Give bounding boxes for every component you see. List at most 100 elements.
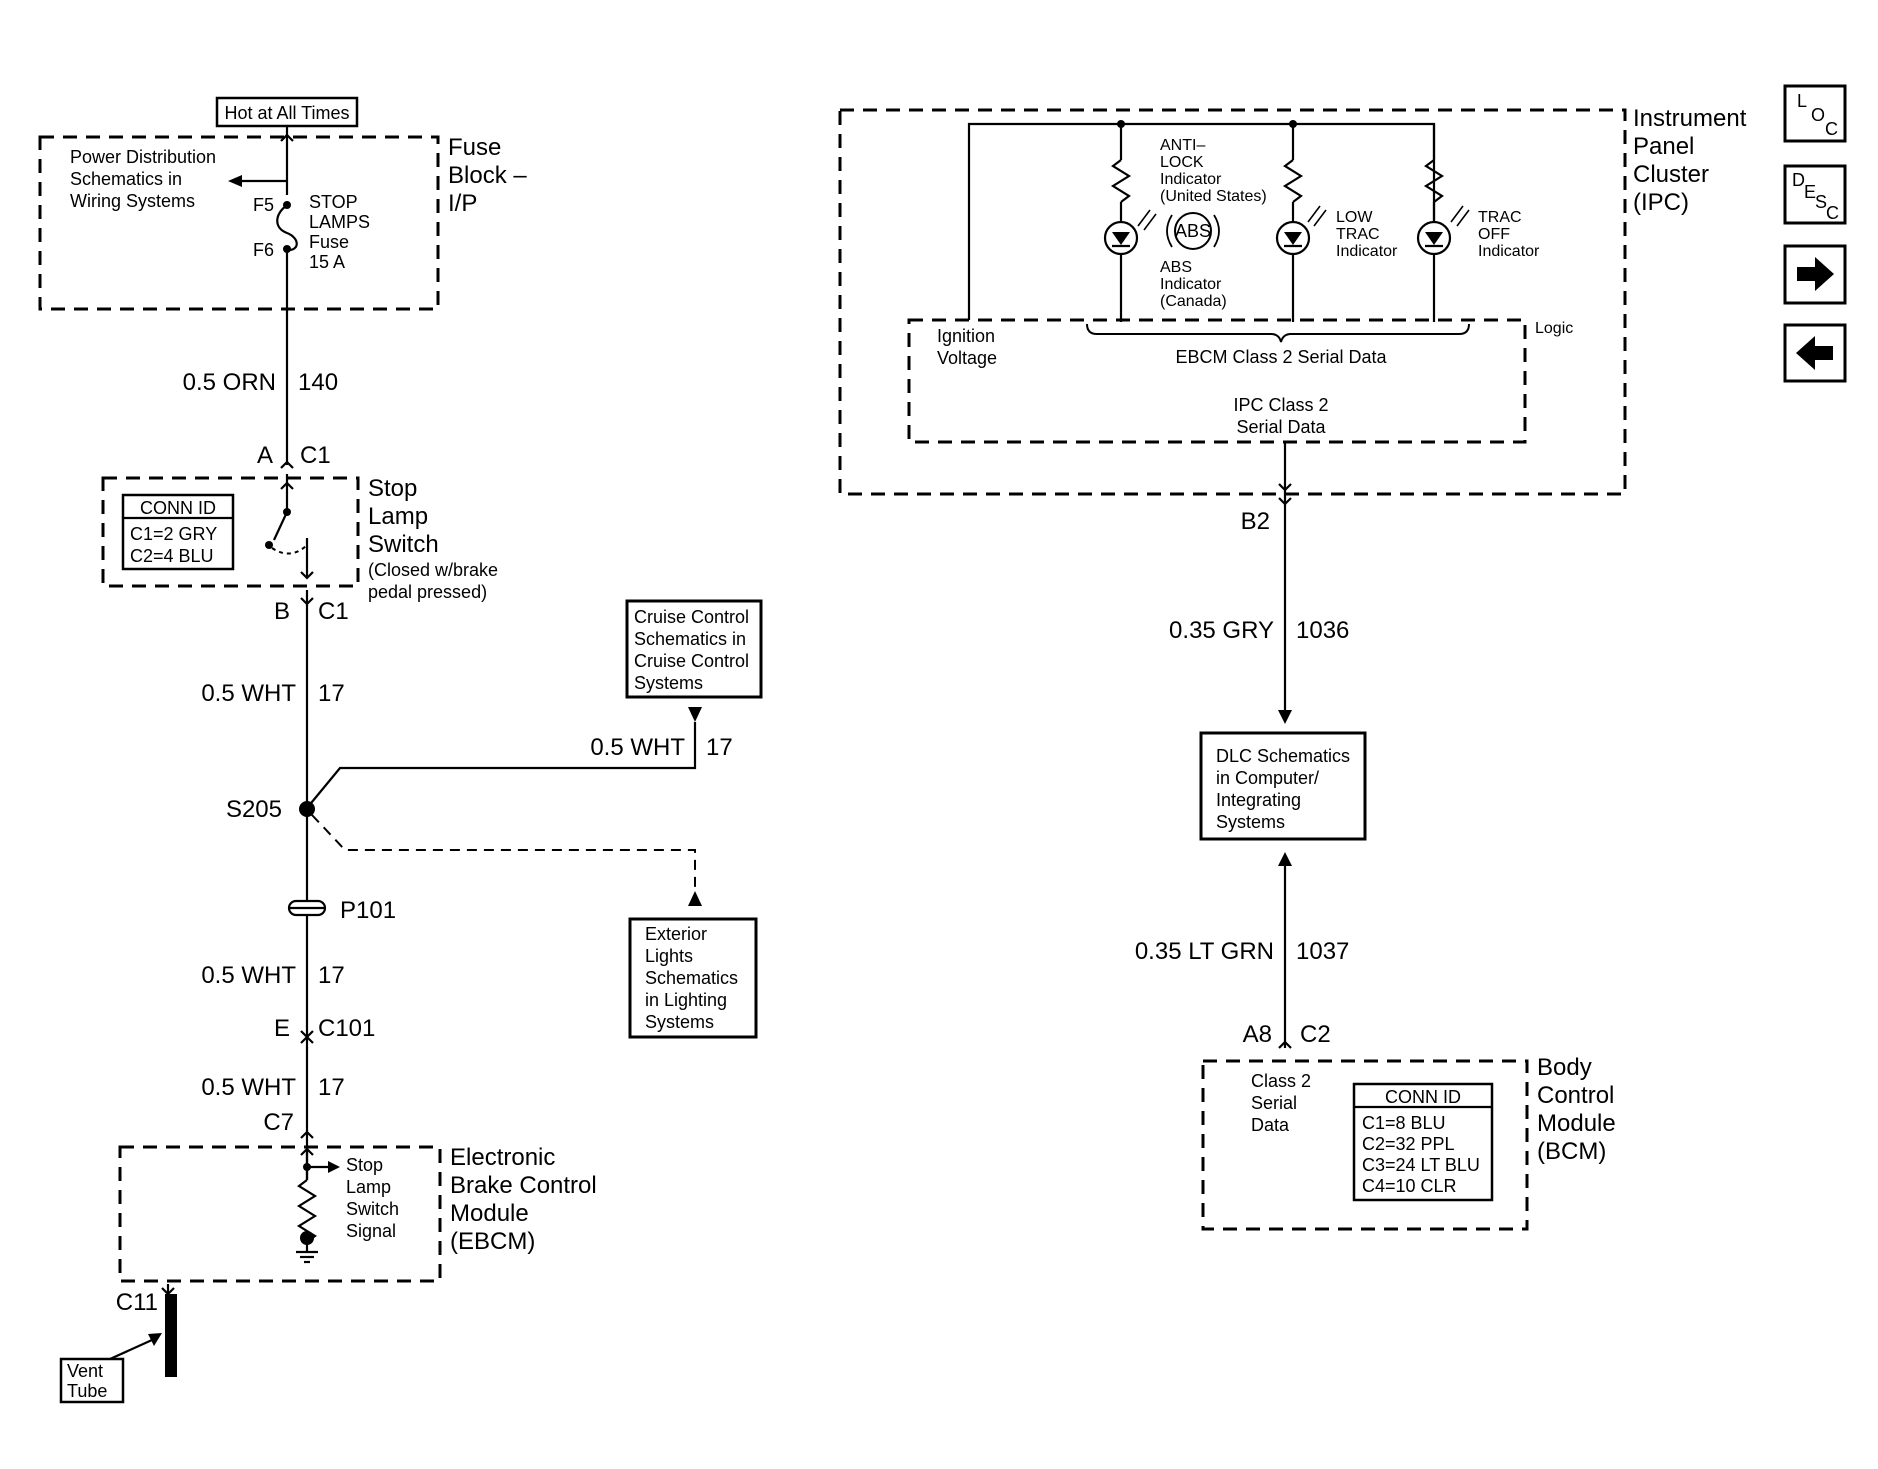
- svg-text:I/P: I/P: [448, 190, 477, 217]
- ipc-boundary: [838, 108, 1627, 496]
- desc-button[interactable]: D E S C: [1783, 164, 1847, 225]
- svg-text:LOW: LOW: [1336, 209, 1373, 226]
- stop-lamp-switch-boundary: [101, 476, 360, 588]
- stop-lamp-switch-symbol: [265, 474, 314, 580]
- c11-label: C11: [116, 1289, 158, 1316]
- wire-wht3-circuit: 17: [318, 1074, 345, 1101]
- cruise-wire-gauge: 0.5 WHT: [590, 734, 685, 761]
- svg-text:Switch: Switch: [346, 1199, 399, 1219]
- svg-text:Indicator: Indicator: [1336, 243, 1398, 260]
- svg-text:Wiring Systems: Wiring Systems: [70, 191, 195, 211]
- c7-label: C7: [263, 1109, 294, 1136]
- wire-gry-circuit: 1036: [1296, 617, 1349, 644]
- svg-text:in Computer/: in Computer/: [1216, 768, 1319, 788]
- svg-text:Lamp: Lamp: [368, 503, 428, 530]
- svg-text:pedal pressed): pedal pressed): [368, 582, 487, 602]
- dlc-ref-label: DLC Schematics in Computer/ Integrating …: [1216, 746, 1350, 832]
- stop-lamp-conn-id-c2: C2=4 BLU: [130, 546, 214, 566]
- svg-text:Exterior: Exterior: [645, 924, 707, 944]
- svg-text:Systems: Systems: [1216, 812, 1285, 832]
- exterior-lights-ref-box[interactable]: [628, 917, 758, 1039]
- antilock-indicator-label: ANTI– LOCK Indicator (United States): [1160, 137, 1267, 205]
- a8-c2-connector: [1278, 1040, 1292, 1049]
- dlc-ref-box[interactable]: [1199, 731, 1367, 841]
- abs-icon: ABS: [1166, 212, 1220, 250]
- c7-connector: [300, 1130, 314, 1139]
- exterior-lights-ref-label: Exterior Lights Schematics in Lighting S…: [645, 924, 738, 1032]
- bcm-conn-id-title: CONN ID: [1385, 1087, 1461, 1107]
- stop-lamp-conn-id-title: CONN ID: [140, 498, 216, 518]
- splice-s205: [299, 801, 315, 817]
- svg-text:(EBCM): (EBCM): [450, 1228, 535, 1255]
- cruise-control-ref-label: Cruise Control Schematics in Cruise Cont…: [634, 607, 749, 693]
- svg-text:Lights: Lights: [645, 946, 693, 966]
- pin-a-label: A: [257, 442, 273, 469]
- bcm-conn-id-box: [1352, 1082, 1494, 1202]
- cruise-wire-circuit: 17: [706, 734, 733, 761]
- trac-off-indicator-label: TRAC OFF Indicator: [1478, 209, 1540, 260]
- svg-text:ANTI–: ANTI–: [1160, 137, 1205, 154]
- svg-text:Systems: Systems: [645, 1012, 714, 1032]
- svg-text:in Lighting: in Lighting: [645, 990, 727, 1010]
- wire-wht3-gauge: 0.5 WHT: [201, 1074, 296, 1101]
- svg-text:Electronic: Electronic: [450, 1144, 555, 1171]
- loc-button[interactable]: L O C: [1783, 84, 1847, 143]
- cruise-branch-wire: [306, 722, 697, 809]
- svg-text:TRAC: TRAC: [1336, 226, 1380, 243]
- bcm-conn-id-c1: C1=8 BLU: [1362, 1113, 1446, 1133]
- vent-tube-label-1: Vent: [67, 1361, 103, 1381]
- cruise-control-ref-box[interactable]: [625, 599, 763, 699]
- svg-text:Schematics: Schematics: [645, 968, 738, 988]
- vent-tube-box: [59, 1357, 125, 1404]
- svg-text:Schematics in: Schematics in: [634, 629, 746, 649]
- svg-text:Power Distribution: Power Distribution: [70, 147, 216, 167]
- c1-b-label: C1: [318, 598, 349, 625]
- wire-gry-gauge: 0.35 GRY: [1169, 617, 1274, 644]
- trac-off-indicator-led: [1416, 124, 1470, 256]
- exterior-arrowhead: [688, 891, 702, 906]
- svg-text:Cluster: Cluster: [1633, 161, 1709, 188]
- bcm-conn-id-c2: C2=32 PPL: [1362, 1134, 1455, 1154]
- p101-label: P101: [340, 897, 396, 924]
- svg-text:Switch: Switch: [368, 531, 439, 558]
- arrow-right-icon: [1797, 257, 1834, 291]
- svg-text:Stop: Stop: [368, 475, 417, 502]
- ebcm-title: Electronic Brake Control Module (EBCM): [450, 1144, 597, 1255]
- bcm-conn-id-c4: C4=10 CLR: [1362, 1176, 1457, 1196]
- arrow-left-icon: [1796, 336, 1833, 370]
- svg-text:LOCK: LOCK: [1160, 154, 1204, 171]
- wire-orn-circuit: 140: [298, 369, 338, 396]
- svg-text:Fuse: Fuse: [309, 232, 349, 252]
- svg-text:Serial: Serial: [1251, 1093, 1297, 1113]
- svg-text:O: O: [1811, 105, 1825, 125]
- svg-text:Cruise Control: Cruise Control: [634, 651, 749, 671]
- ipc-serial-data-label-1: IPC Class 2: [1233, 395, 1328, 415]
- svg-text:(BCM): (BCM): [1537, 1138, 1606, 1165]
- svg-text:Schematics in: Schematics in: [70, 169, 182, 189]
- svg-text:(United States): (United States): [1160, 188, 1267, 205]
- ipc-title: Instrument Panel Cluster (IPC): [1633, 105, 1747, 216]
- svg-text:Signal: Signal: [346, 1221, 396, 1241]
- b2-label: B2: [1241, 508, 1270, 535]
- svg-text:C: C: [1826, 203, 1839, 223]
- svg-text:L: L: [1797, 91, 1807, 111]
- svg-text:E: E: [1804, 182, 1816, 202]
- gry-arrowhead: [1278, 710, 1292, 724]
- low-trac-indicator-label: LOW TRAC Indicator: [1336, 209, 1398, 260]
- svg-text:Block –: Block –: [448, 162, 527, 189]
- c11-vent-connector: [161, 1284, 177, 1377]
- cruise-arrowhead: [688, 707, 702, 722]
- abs-indicator-label: ABS Indicator (Canada): [1160, 259, 1227, 310]
- svg-text:LAMPS: LAMPS: [309, 212, 370, 232]
- svg-text:DLC Schematics: DLC Schematics: [1216, 746, 1350, 766]
- previous-button[interactable]: [1783, 323, 1847, 383]
- wire-wht2-circuit: 17: [318, 962, 345, 989]
- svg-text:(Canada): (Canada): [1160, 293, 1227, 310]
- svg-text:Lamp: Lamp: [346, 1177, 391, 1197]
- ipc-logic-label: Logic: [1535, 320, 1573, 337]
- svg-text:Panel: Panel: [1633, 133, 1694, 160]
- next-button[interactable]: [1783, 244, 1847, 305]
- svg-text:(Closed w/brake: (Closed w/brake: [368, 560, 498, 580]
- svg-text:D: D: [1792, 170, 1805, 190]
